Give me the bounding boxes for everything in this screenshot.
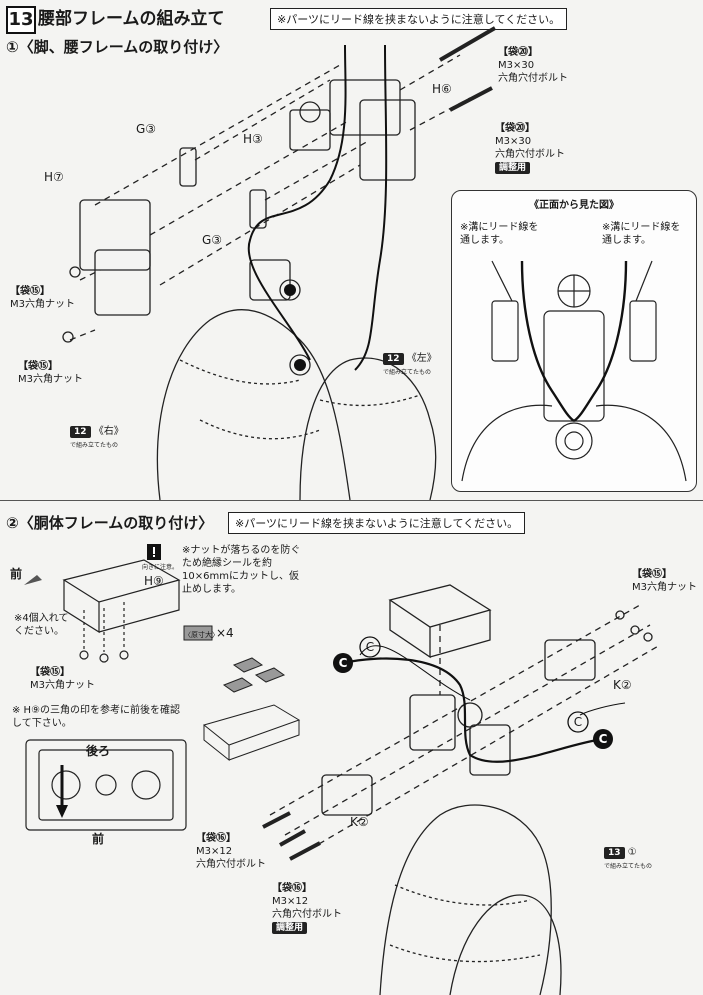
c-mark-filled-2: C: [598, 732, 608, 746]
rear-label: 後ろ: [86, 744, 111, 758]
s2-bolt1-name: 六角穴付ボルト: [196, 859, 266, 870]
s2-bolt-callout-1: 【袋⑯】 M3×12 六角穴付ボルト: [196, 832, 266, 871]
ref-left-mark: 12: [383, 353, 404, 365]
nut1-name: M3六角ナット: [10, 299, 75, 310]
right-nut-bag: 【袋⑮】: [632, 569, 672, 580]
front-label-2: 前: [92, 832, 105, 846]
bolt1-name: 六角穴付ボルト: [498, 73, 568, 84]
s2-ref-caption: で組み立てたもの: [604, 863, 653, 870]
label-h9: H⑨: [144, 574, 164, 588]
scale-label: 〈原寸大〉: [184, 631, 219, 639]
caution-caption: 向きに注意。: [142, 564, 179, 571]
label-k2-b: K②: [350, 815, 369, 829]
body-frame-assembly-illustration: [262, 584, 661, 995]
section-divider: [0, 500, 703, 501]
orientation-note: ※ H⑨の三角の印を参考に前後を確認して下さい。: [12, 705, 181, 729]
nut1-bag: 【袋⑮】: [10, 286, 50, 297]
scale-count: ×4: [216, 626, 234, 640]
bolt-callout-1: 【袋⑳】 M3×30 六角穴付ボルト: [498, 46, 568, 85]
nut2-name: M3六角ナット: [18, 374, 83, 385]
leg-waist-assembly-illustration: [62, 26, 497, 501]
bolt1-size: M3×30: [498, 60, 535, 71]
right-nut-callout: 【袋⑮】 M3六角ナット: [632, 568, 697, 594]
nut2-bag: 【袋⑮】: [18, 361, 58, 372]
section2-lead-wire-note: ※パーツにリード線を挟まないように注意してください。: [228, 512, 526, 534]
s2-bolt1-bag: 【袋⑯】: [196, 833, 236, 844]
ref-right-caption: で組み立てたもの: [70, 442, 119, 449]
ref-right-callout: 12 《右》 で組み立てたもの: [70, 425, 124, 452]
c-mark-filled-1: C: [338, 656, 348, 670]
nut-inset-illustration: [24, 544, 301, 831]
bolt2-name: 六角穴付ボルト: [495, 149, 565, 160]
s2-ref-callout: 13 ① で組み立てたもの: [604, 846, 652, 873]
inset-nut-name: M3六角ナット: [30, 680, 95, 691]
front-view-title: 《正面から見た図》: [529, 200, 619, 211]
s2-ref-sub: ①: [627, 847, 637, 858]
inset-nut-bag: 【袋⑮】: [30, 667, 70, 678]
four-pieces-note: ※4個入れてください。: [14, 613, 69, 637]
bolt2-bag: 【袋⑳】: [495, 123, 535, 134]
front-view-panel: 《正面から見た図》 ※溝にリード線を通します。 ※溝にリード線を通します。: [451, 190, 697, 492]
s2-bolt2-name: 六角穴付ボルト: [272, 909, 342, 920]
nut-callout-1: 【袋⑮】 M3六角ナット: [10, 285, 75, 311]
front-view-illustration: [461, 260, 687, 482]
ref-right-text: 《右》: [93, 426, 124, 437]
ref-right-mark: 12: [70, 426, 91, 438]
label-h3: H③: [243, 132, 263, 146]
s2-adjust-tag: 調整用: [272, 922, 308, 934]
step-number: 13: [6, 6, 36, 34]
adjust-tag: 調整用: [495, 162, 531, 174]
step-title: 腰部フレームの組み立て: [38, 9, 225, 29]
label-g3-b: G③: [202, 233, 223, 247]
right-nut-name: M3六角ナット: [632, 582, 697, 593]
s2-ref-mark: 13: [604, 847, 625, 859]
section1-title: ①〈脚、腰フレームの取り付け〉: [6, 38, 229, 56]
nut-inset-panel: 向きに注意。 H⑨ 前 ※4個入れてください。 【袋⑮】 M3六角ナット ※ナッ…: [4, 540, 304, 850]
section2-title: ②〈胴体フレームの取り付け〉: [6, 514, 214, 532]
bolt-callout-2: 【袋⑳】 M3×30 六角穴付ボルト 調整用: [495, 122, 565, 175]
label-g3-a: G③: [136, 122, 157, 136]
bolt2-size: M3×30: [495, 136, 532, 147]
label-h6: H⑥: [432, 82, 452, 96]
front-label: 前: [10, 567, 23, 581]
c-mark-outline-1: C: [365, 640, 375, 654]
s2-bolt2-size: M3×12: [272, 896, 309, 907]
ref-left-callout: 12 《左》 で組み立てたもの: [383, 352, 437, 379]
s2-bolt1-size: M3×12: [196, 846, 233, 857]
seal-note: ※ナットが落ちるのを防ぐため絶縁シールを約10×6mmにカットし、仮止めします。: [182, 545, 301, 595]
front-view-note-right: ※溝にリード線を通します。: [602, 222, 681, 246]
ref-left-caption: で組み立てたもの: [383, 369, 432, 376]
label-h7: H⑦: [44, 170, 64, 184]
ref-left-text: 《左》: [406, 353, 437, 364]
inset-nut-callout: 【袋⑮】 M3六角ナット: [30, 666, 95, 692]
s2-bolt-callout-2: 【袋⑯】 M3×12 六角穴付ボルト 調整用: [272, 882, 342, 935]
nut-callout-2: 【袋⑮】 M3六角ナット: [18, 360, 83, 386]
label-k2-a: K②: [613, 678, 632, 692]
front-view-note-left: ※溝にリード線を通します。: [460, 222, 539, 246]
s2-bolt2-bag: 【袋⑯】: [272, 883, 312, 894]
c-mark-outline-2: C: [573, 715, 583, 729]
lead-wire-note: ※パーツにリード線を挟まないように注意してください。: [270, 8, 568, 30]
bolt1-bag: 【袋⑳】: [498, 47, 538, 58]
